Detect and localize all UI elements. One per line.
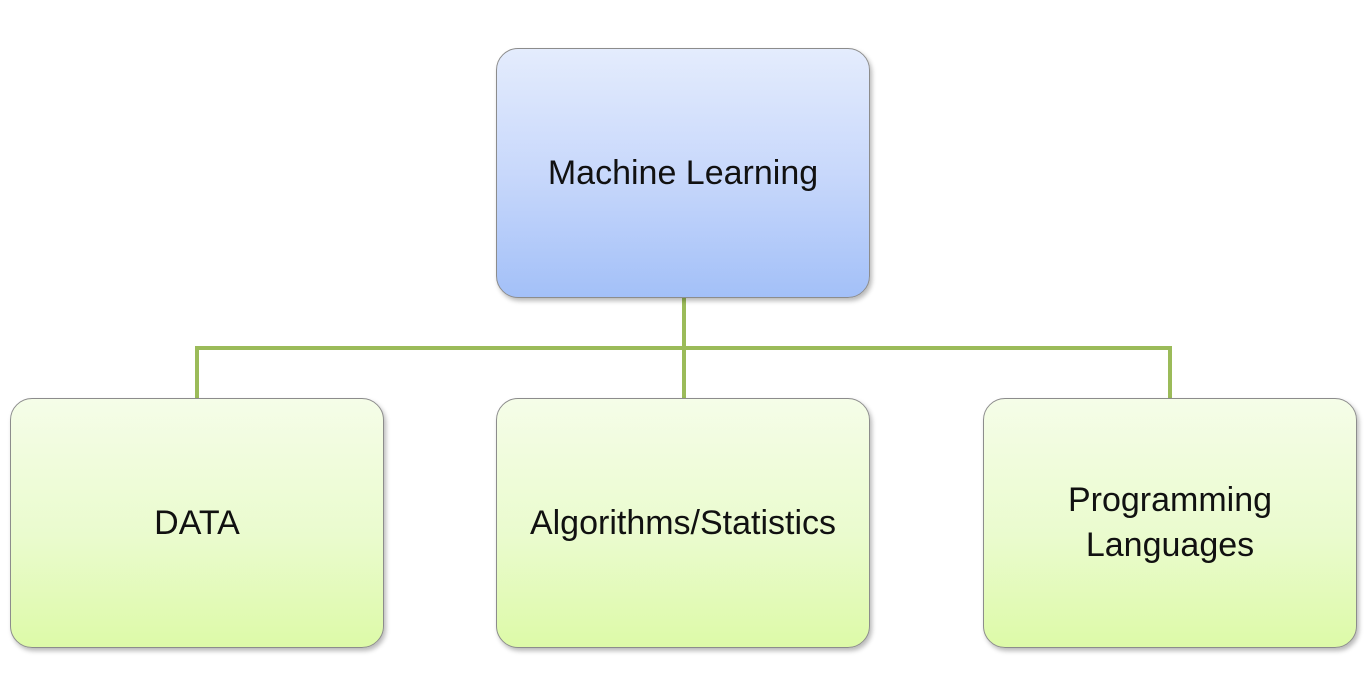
connector-to-data [195,346,199,398]
child-node-label-algorithms-statistics: Algorithms/Statistics [529,503,837,542]
connector-to-programming [1168,346,1172,398]
root-node-machine-learning: Machine Learning [496,48,870,298]
root-node-label: Machine Learning [547,153,819,192]
child-node-label-data: DATA [154,503,240,542]
child-node-label-programming-languages: Programming Languages [1067,481,1273,564]
connector-root-down [682,298,686,350]
child-node-algorithms-statistics: Algorithms/Statistics [496,398,870,648]
child-node-data: DATA [10,398,384,648]
connector-to-algorithms [682,346,686,398]
child-node-programming-languages: Programming Languages [983,398,1357,648]
